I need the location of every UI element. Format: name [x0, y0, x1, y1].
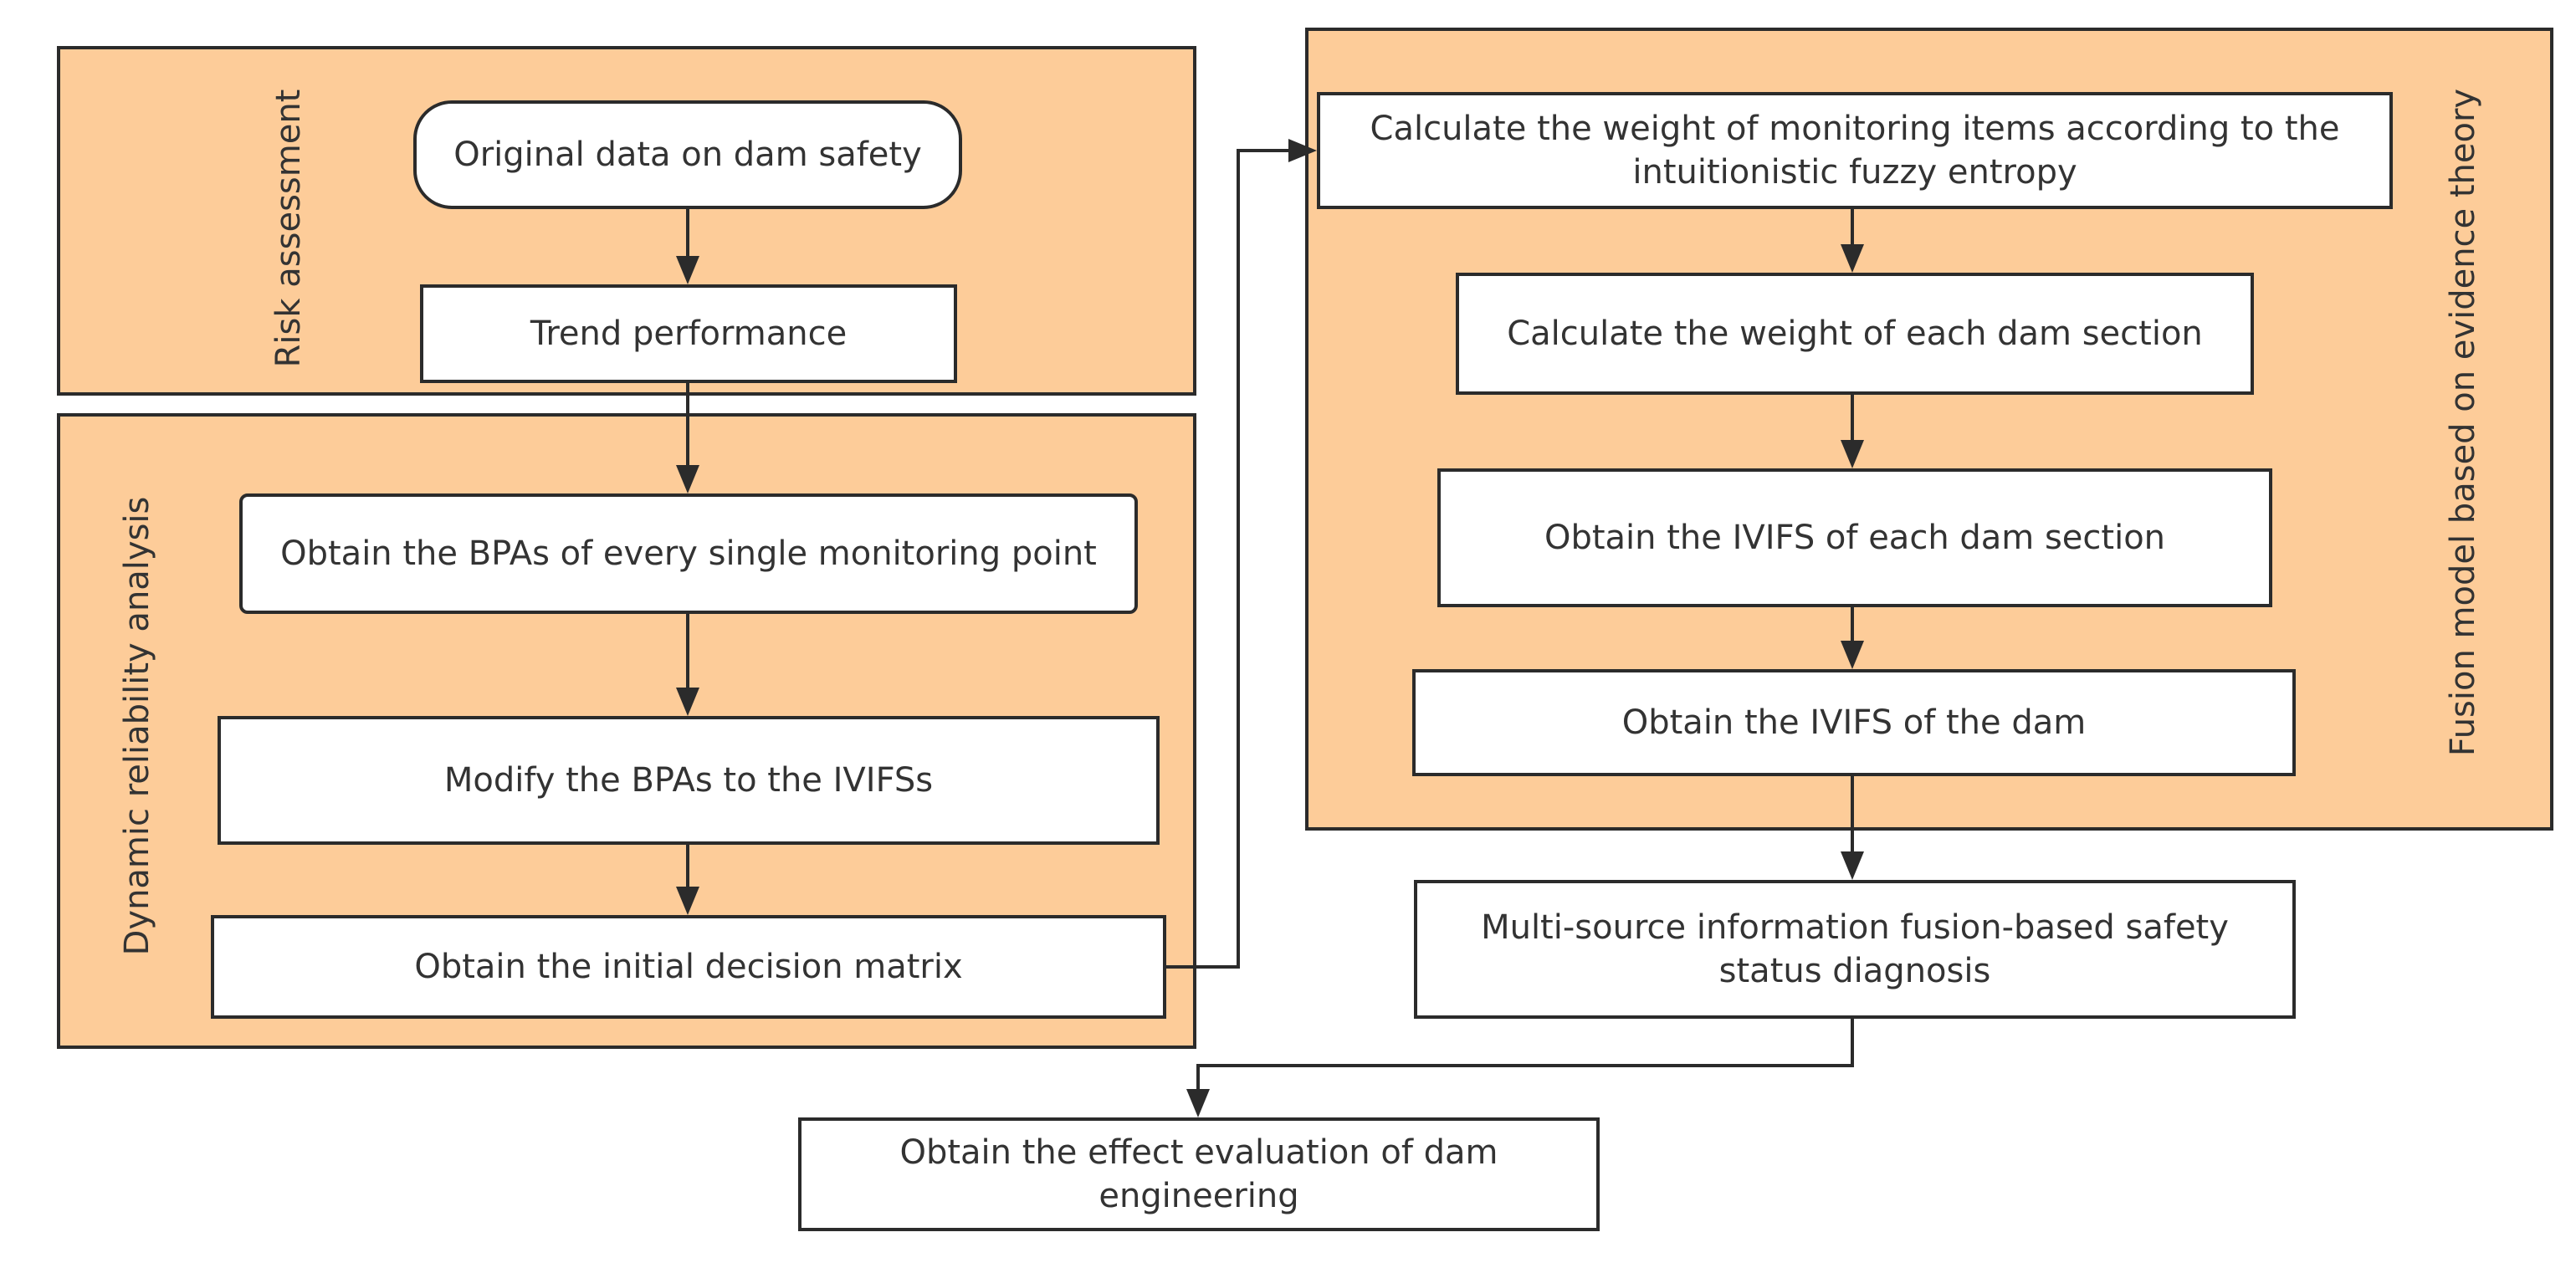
arrowhead-ivifs-dam [1841, 641, 1864, 669]
original-data-node: Original data on dam safety [413, 100, 962, 209]
ivifs-dam-section-node: Obtain the IVIFS of each dam section [1437, 468, 2272, 607]
arrowhead-weight-items [1288, 139, 1317, 162]
safety-diagnosis-node: Multi-source information fusion-based sa… [1414, 880, 2296, 1019]
weight-dam-section-node: Calculate the weight of each dam section [1456, 273, 2254, 395]
arrowhead-effect [1186, 1089, 1210, 1117]
arrowhead-diagnosis [1841, 851, 1864, 880]
arrowhead-modify [676, 688, 699, 716]
modify-bpas-node: Modify the BPAs to the IVIFSs [218, 716, 1160, 845]
arrow-diagnosis-to-effect [1196, 1019, 1854, 1096]
arrowhead-bpas [676, 465, 699, 493]
arrowhead-weight-section [1841, 244, 1864, 273]
effect-evaluation-node: Obtain the effect evaluation of dam engi… [798, 1117, 1600, 1231]
arrowhead-trend [676, 256, 699, 284]
arrowhead-ivifs-section [1841, 440, 1864, 468]
weight-monitoring-items-node: Calculate the weight of monitoring items… [1317, 92, 2393, 209]
arrow-matrix-to-weight-items [1166, 149, 1293, 969]
arrowhead-matrix [676, 887, 699, 915]
initial-decision-matrix-node: Obtain the initial decision matrix [211, 915, 1166, 1019]
trend-performance-node: Trend performance [420, 284, 957, 383]
ivifs-dam-node: Obtain the IVIFS of the dam [1412, 669, 2296, 776]
obtain-bpas-node: Obtain the BPAs of every single monitori… [239, 493, 1138, 614]
